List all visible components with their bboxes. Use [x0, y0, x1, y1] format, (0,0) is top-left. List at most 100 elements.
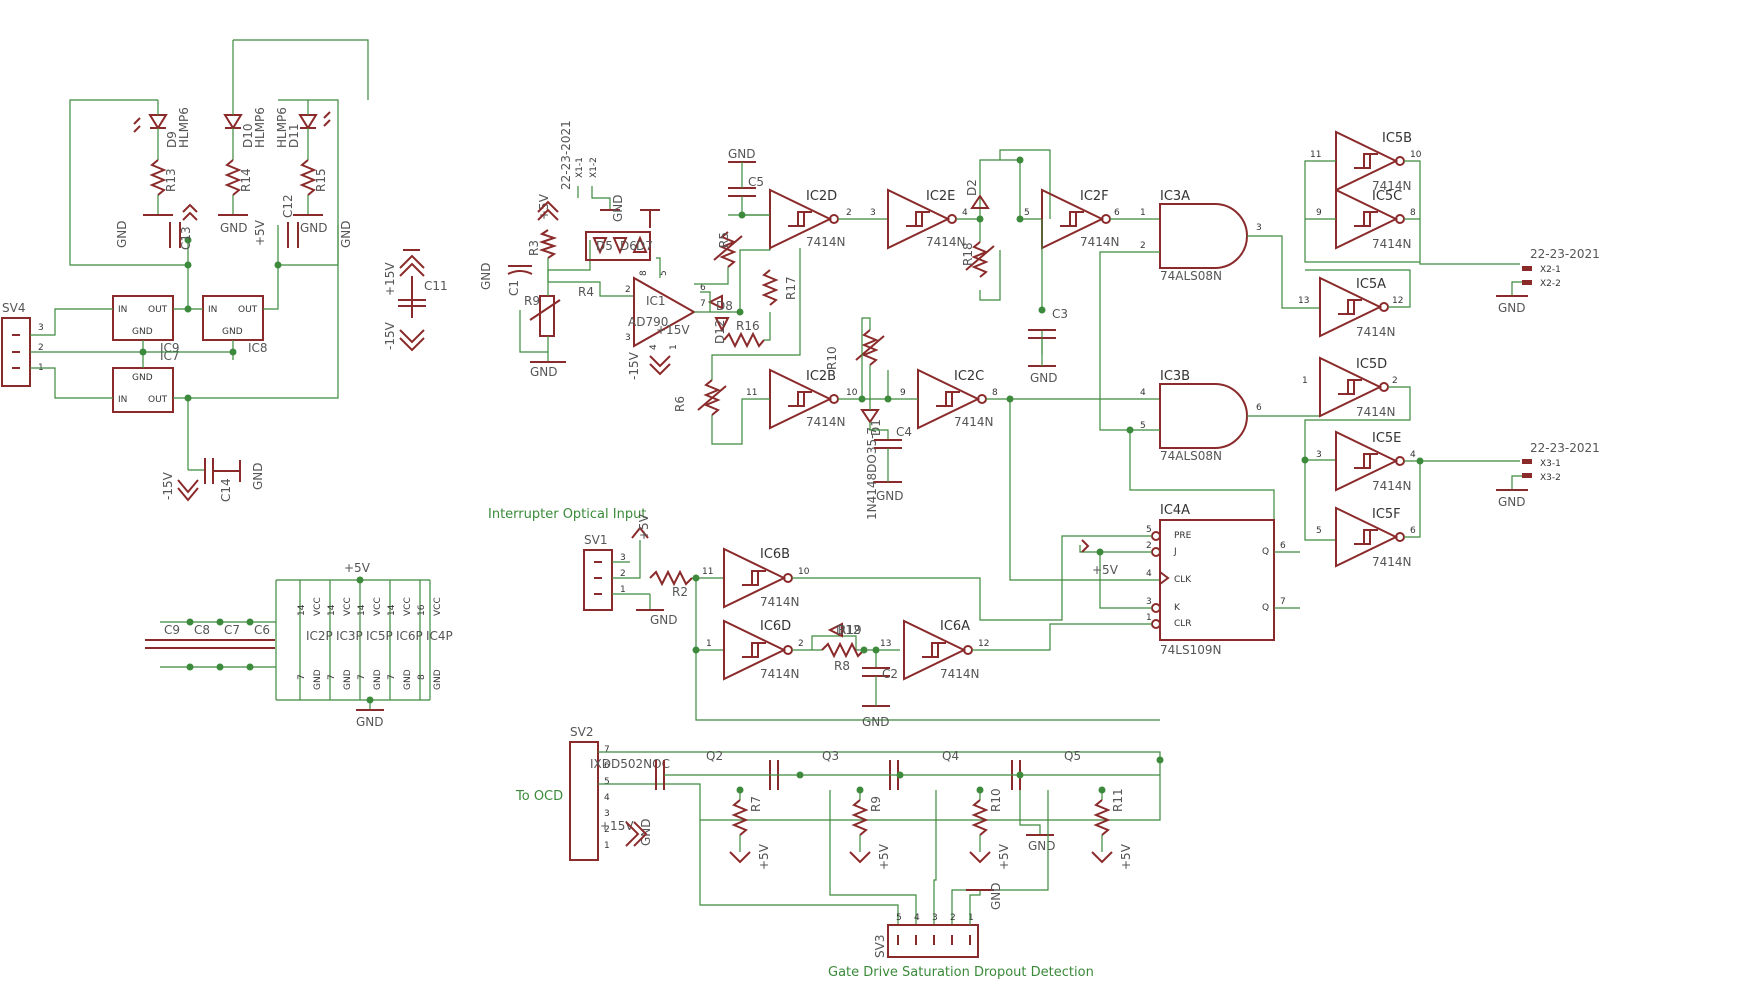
- ic5c-pin: 8: [1410, 208, 1416, 218]
- sv3-pin: 5: [896, 913, 902, 923]
- resistor-r8: [649, 569, 693, 587]
- ic2f-pin: 5: [1024, 208, 1030, 218]
- sv1-pin: 3: [620, 553, 626, 563]
- led-d9: D9 HLMP6: [133, 107, 191, 148]
- c7-label: C6: [254, 623, 270, 637]
- ic5f-pin: 6: [1410, 526, 1416, 536]
- gnd-label: GND: [356, 715, 384, 729]
- pwr-ic-label: IC6P: [396, 629, 423, 643]
- opamp-ic1: IC1 AD790 2 3 6 7 8 4 5 1 +15V -15V: [625, 270, 706, 380]
- ic7-in-pin: IN: [118, 395, 127, 405]
- sv3-pin: 1: [968, 913, 974, 923]
- power-supply-section: SV4 3 2 1 IN OUT GND IC9 IN OUT GND IC8 …: [1, 39, 448, 502]
- ic5f-pin: 5: [1316, 526, 1322, 536]
- ic5b-pin: 10: [1410, 150, 1422, 160]
- p5-label: +5V: [253, 219, 267, 246]
- ic5d-name: IC5D: [1356, 357, 1387, 372]
- r7-label: R8: [834, 659, 850, 673]
- gate-ic5d: IC5D 7414N 1 2: [1302, 356, 1398, 419]
- ic5a-pin: 13: [1298, 296, 1309, 306]
- supply-arrow-icon: [182, 203, 198, 213]
- sv2-pin: 1: [604, 841, 610, 851]
- ic3b-value: 74ALS08N: [1160, 449, 1222, 463]
- ic5f-value: 7414N: [1372, 555, 1412, 569]
- ic5d-pin: 2: [1392, 376, 1398, 386]
- sv2-label: To OCD: [515, 789, 563, 804]
- capacitor-c11: C11 +15V -15V: [383, 249, 448, 352]
- d2-label: D2: [965, 179, 979, 196]
- vcc-label: VCC: [343, 597, 353, 616]
- ic4a-pin: 1: [1146, 613, 1152, 623]
- gnd-label: GND: [876, 489, 904, 503]
- r3-label: R3: [527, 240, 541, 256]
- pwr-ic-label: IC4P: [426, 629, 453, 643]
- resistor-r6-pot: R6: [673, 379, 727, 416]
- sv1-pin: 1: [620, 585, 626, 595]
- gate-ic2b: IC2B 7414N 11 10: [746, 368, 858, 430]
- ic1-pin: 7: [700, 299, 706, 309]
- gate-ic6d: IC6D 7414N 1 2: [706, 619, 804, 681]
- ic6d-pin: 1: [706, 639, 712, 649]
- ic4a-pin-label: PRE: [1174, 531, 1192, 541]
- ic1-pin: 4: [649, 344, 659, 350]
- ic5e-value: 7414N: [1372, 479, 1412, 493]
- flipflop-ic4a: IC4A 74LS109N PRE J CLK K CLR Q Q 5 2 4 …: [1079, 503, 1300, 657]
- ic2c-pin: 9: [900, 388, 906, 398]
- ic3b-pin: 6: [1256, 403, 1262, 413]
- supply-arrow-icon: [631, 526, 649, 539]
- ic7-name: IC7: [160, 349, 180, 363]
- r16-label: R16: [736, 319, 760, 333]
- transistor-q5: Q5: [1011, 749, 1081, 790]
- ic5a-name: IC5A: [1356, 277, 1386, 292]
- resistor-r9: [731, 799, 749, 836]
- d5-label: D5: [596, 239, 613, 253]
- ic2b-pin: 11: [746, 388, 757, 398]
- ic4a-name: IC4A: [1160, 503, 1190, 518]
- pwr-ic-label: IC2P: [306, 629, 333, 643]
- ic3b-pin: 5: [1140, 421, 1146, 431]
- sv2-pin: 4: [604, 793, 610, 803]
- r5-label: R5: [717, 232, 731, 248]
- ic7-out-pin: OUT: [148, 395, 168, 405]
- gate-ic6a: IC6A 7414N 13 12: [880, 619, 989, 681]
- c3-label: C3: [1052, 307, 1068, 321]
- sv2-connector: [569, 741, 599, 861]
- r14-label: R14: [239, 168, 253, 192]
- d6-label: D6: [620, 239, 637, 253]
- ic3a-pin: 3: [1256, 223, 1262, 233]
- d9-value: HLMP6: [177, 107, 191, 148]
- and-gate-ic3a: IC3A 74ALS08N 1 2 3: [1140, 189, 1262, 283]
- ic1-pin: 5: [659, 270, 669, 276]
- gnd-label: GND: [339, 220, 353, 248]
- ic8-gnd-pin: GND: [222, 327, 243, 337]
- ic2f-name: IC2F: [1080, 189, 1109, 204]
- transistor-q4: Q4: [889, 749, 959, 790]
- ic2b-name: IC2B: [806, 369, 836, 384]
- gate-ic5c: IC5C 7414N 9 8: [1316, 188, 1416, 251]
- x3-pin: X3-2: [1540, 473, 1561, 483]
- ic9-in-pin: IN: [118, 305, 127, 315]
- gnd-label: GND: [639, 818, 653, 846]
- resistor-r1-pot: [539, 295, 555, 337]
- p5-label: +5V: [757, 843, 771, 870]
- ic3a-pin: 2: [1140, 241, 1146, 251]
- r8-label: R2: [672, 585, 688, 599]
- ic6a-pin: 13: [880, 639, 891, 649]
- ic6d-pin: 2: [798, 639, 804, 649]
- sv2-pin: 7: [604, 745, 610, 755]
- ic3a-name: IC3A: [1160, 189, 1190, 204]
- sv2-pin: 3: [604, 809, 610, 819]
- ic2e-value: 7414N: [926, 235, 966, 249]
- c14-label: C14: [219, 478, 233, 502]
- gnd-label: GND: [220, 221, 248, 235]
- sv2-pin: 5: [604, 777, 610, 787]
- ic2b-value: 7414N: [806, 415, 846, 429]
- p15-label: +15V: [383, 262, 397, 296]
- vcc-pin: 14: [387, 604, 397, 616]
- ic2f-pin: 6: [1114, 208, 1120, 218]
- ic2d-value: 7414N: [806, 235, 846, 249]
- r15-label: R15: [314, 168, 328, 192]
- ic3a-pin: 1: [1140, 208, 1146, 218]
- gnd-label: GND: [300, 221, 328, 235]
- pwr-ic-label: IC5P: [366, 629, 393, 643]
